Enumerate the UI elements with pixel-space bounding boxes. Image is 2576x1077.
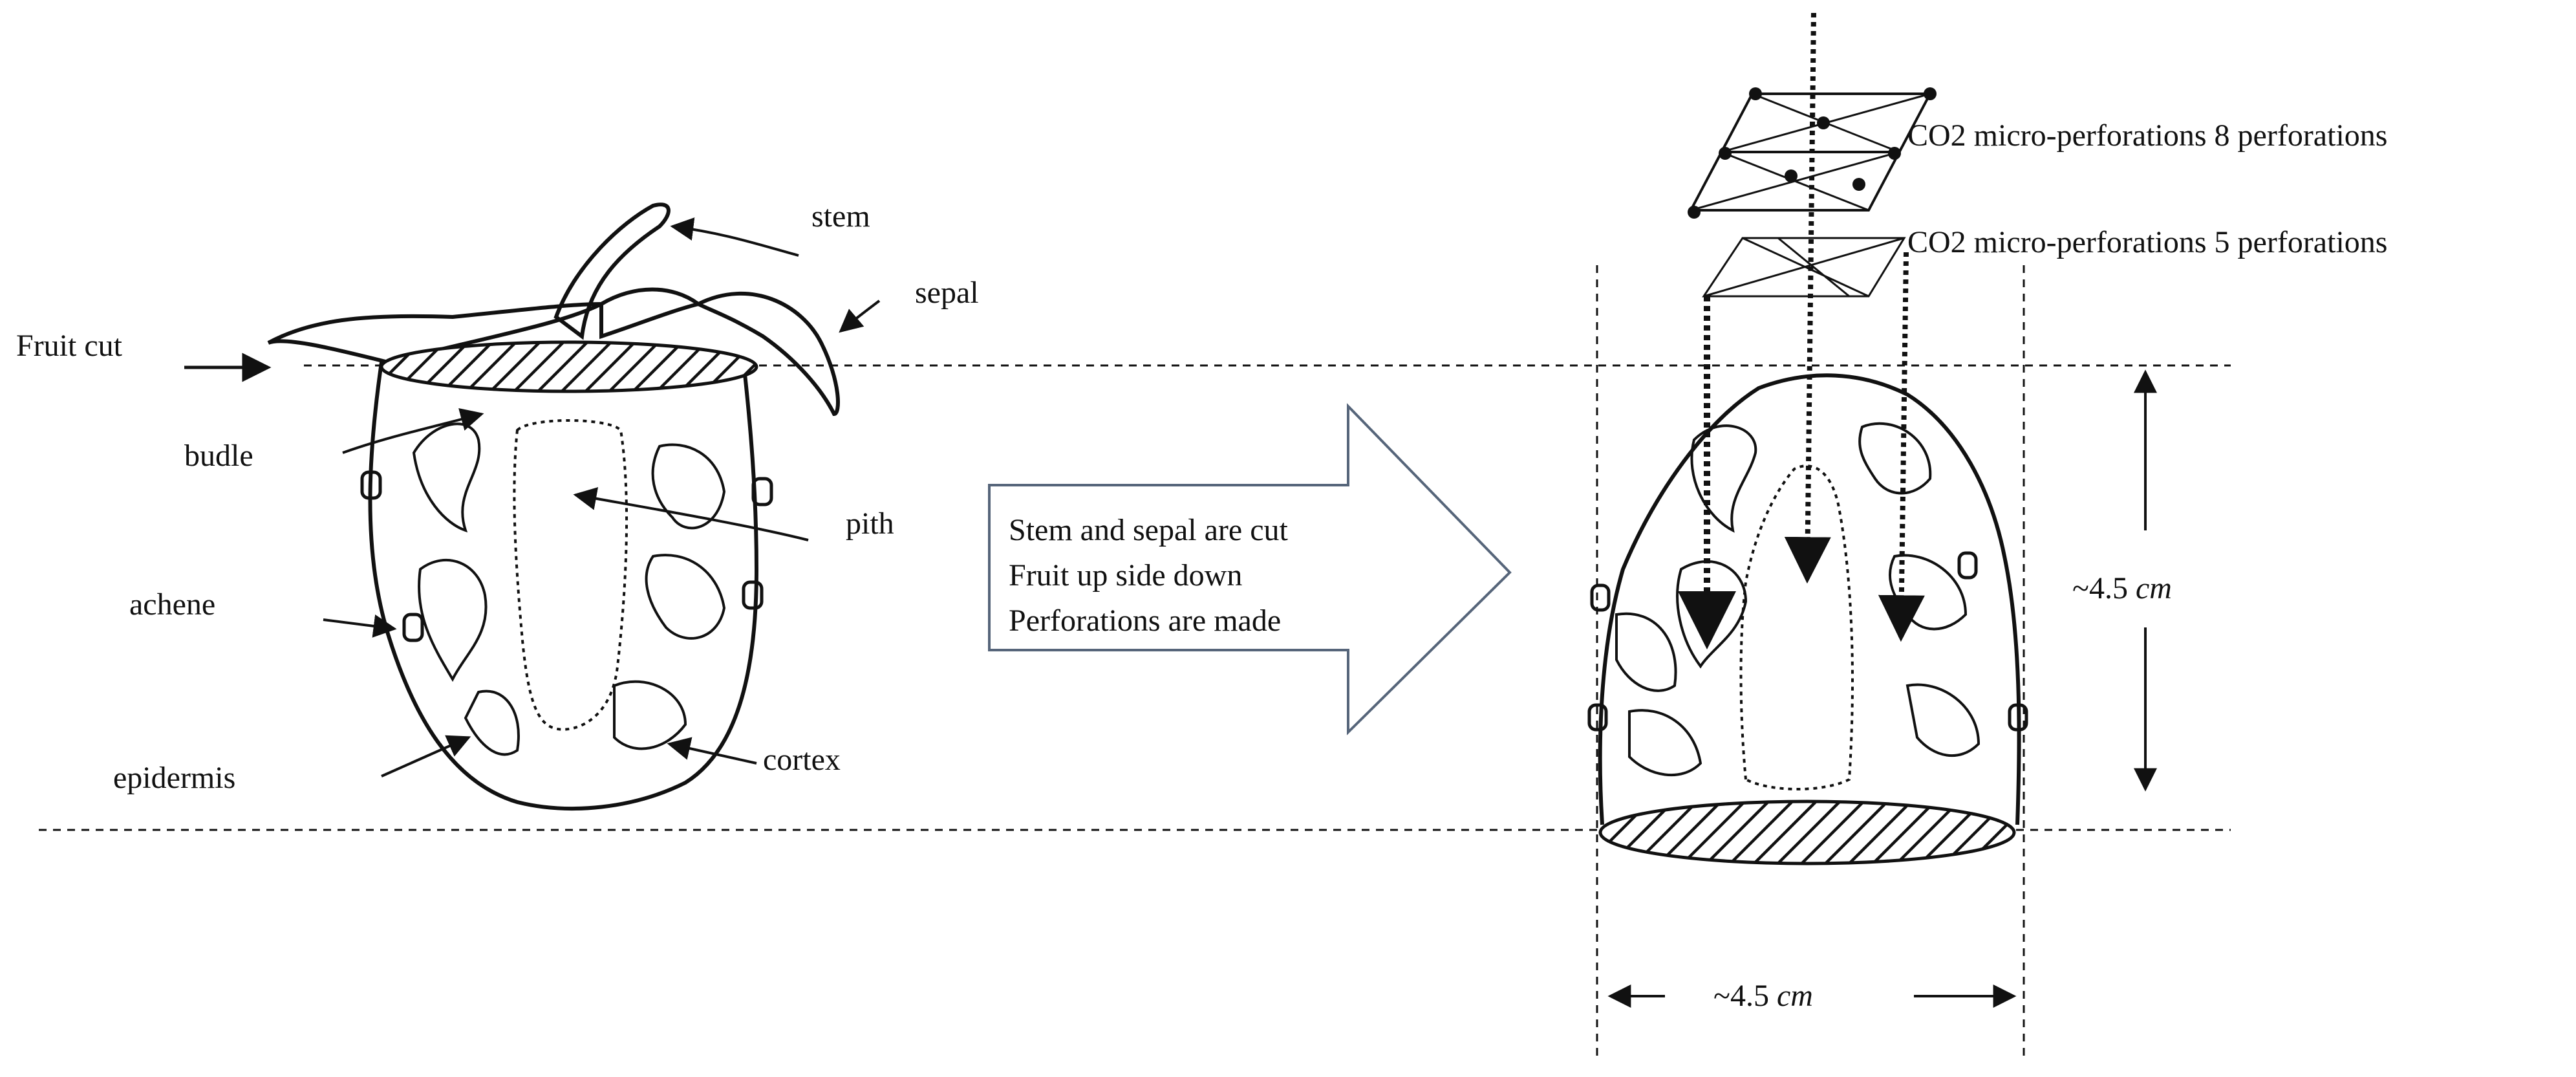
perforation-dot <box>1719 147 1732 160</box>
right-cortex-cell-7 <box>1905 683 1980 757</box>
cortex-label: cortex <box>763 743 841 777</box>
achene-arrow <box>323 615 397 638</box>
right-cortex-cell-1 <box>1690 424 1757 533</box>
inverted-fruit-body <box>1598 373 2021 825</box>
cortex-cell-1 <box>412 422 481 533</box>
right-perforation-path <box>1878 252 1925 642</box>
epidermis-arrow <box>381 735 471 778</box>
perforation-dot <box>1924 87 1937 100</box>
height-value: ~4.5 <box>2072 571 2136 605</box>
left-pointer-arrows <box>184 217 881 778</box>
cortex-cell-2 <box>418 558 488 682</box>
right-cortex-cell-6 <box>1889 554 1968 631</box>
whole-strawberry <box>267 202 840 810</box>
right-achene-1 <box>1590 583 1611 612</box>
sepal-mid-shape <box>599 287 703 340</box>
bottom-cut-ellipse <box>1598 800 2016 865</box>
stem-label: stem <box>811 199 870 234</box>
sepal-label: sepal <box>915 276 979 310</box>
sepal-arrow <box>839 299 881 333</box>
width-value: ~4.5 <box>1713 979 1777 1013</box>
fruit-body-left <box>368 362 759 810</box>
width-dimension: ~4.5 cm <box>1607 979 2017 1013</box>
perforation-5-label: CO2 micro-perforations 5 perforations <box>1907 225 2387 259</box>
process-block-arrow <box>988 403 1512 735</box>
right-achene-2 <box>1587 703 1608 732</box>
width-dimension-label: ~4.5 cm <box>1713 979 1813 1013</box>
achene-marker-2 <box>402 613 424 642</box>
process-step-3: Perforations are made <box>1009 604 1281 638</box>
achene-marker-4 <box>742 580 764 610</box>
height-unit: cm <box>2136 571 2172 605</box>
process-step-1: Stem and sepal are cut <box>1009 513 1289 547</box>
fruit-cut-label: Fruit cut <box>16 329 123 363</box>
pith-arrow <box>573 487 809 541</box>
achene-marker-3 <box>751 477 773 506</box>
grid5-diagonals <box>1703 237 1905 298</box>
right-achene-4 <box>2008 703 2028 732</box>
cortex-cell-6 <box>613 680 687 750</box>
perforation-dot <box>1785 169 1798 182</box>
epidermis-label: epidermis <box>113 761 235 795</box>
perforation-dot <box>1749 87 1762 100</box>
sepal-left-shape <box>267 302 603 365</box>
sepal-right-shape <box>694 292 840 417</box>
right-cortex-cell-5 <box>1858 422 1932 495</box>
cortex-cell-3 <box>464 690 520 756</box>
right-cortex-cell-3 <box>1615 612 1677 692</box>
stem-arrow <box>670 217 799 257</box>
height-dimension-label: ~4.5 cm <box>2072 571 2172 605</box>
achene-label: achene <box>129 587 215 622</box>
cortex-arrow <box>667 737 757 765</box>
process-step-2: Fruit up side down <box>1009 558 1242 593</box>
perforation-8-label: CO2 micro-perforations 8 perforations <box>1907 118 2387 153</box>
center-perforation-path <box>1784 12 1831 584</box>
width-unit: cm <box>1777 979 1813 1013</box>
cortex-cell-4 <box>651 443 726 530</box>
stem-shape <box>553 202 671 340</box>
budle-arrow <box>342 408 484 454</box>
perforation-paths <box>1678 12 1925 649</box>
right-achene-3 <box>1957 551 1978 580</box>
perforation-grid-5 <box>1702 237 1906 298</box>
height-dimension: ~4.5 cm <box>2072 369 2172 792</box>
perforation-dot <box>1888 147 1901 160</box>
perforation-dot <box>1688 206 1701 219</box>
right-cortex-cell-4 <box>1628 709 1702 777</box>
cortex-cell-5 <box>645 554 726 640</box>
fruit-cut-ellipse <box>380 340 758 393</box>
right-pith-outline <box>1739 464 1854 790</box>
perforation-dot <box>1817 116 1830 129</box>
pith-outline <box>513 419 628 731</box>
achene-marker-1 <box>360 470 382 500</box>
right-cortex-cell-2 <box>1676 560 1748 669</box>
budle-label: budle <box>184 439 253 473</box>
inverted-strawberry <box>1587 373 2028 865</box>
pith-label: pith <box>846 506 894 541</box>
perforation-dot <box>1852 178 1865 191</box>
